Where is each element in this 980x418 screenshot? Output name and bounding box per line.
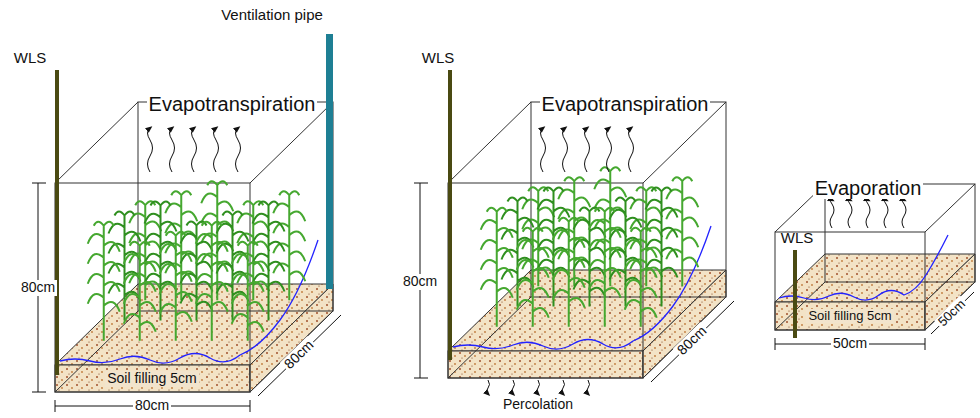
- process-label: Evapotranspiration: [147, 93, 318, 115]
- pipe-label: Ventilation pipe: [219, 7, 325, 24]
- plant-stem: [522, 187, 554, 286]
- dimension-label: 80cm: [133, 398, 171, 413]
- plant-stem: [517, 228, 549, 327]
- plant-stem: [625, 228, 657, 327]
- plant-stem: [610, 198, 642, 307]
- layer-label: Soil filling 5cm: [105, 371, 198, 386]
- dimension-label: 80cm: [401, 274, 439, 289]
- plant-stem: [232, 242, 264, 341]
- instrument-label: WLS: [12, 50, 49, 67]
- percolation-arrows: [487, 380, 590, 394]
- plant-stem: [217, 212, 249, 321]
- plant-stem: [666, 177, 698, 286]
- dimension-label: 50cm: [831, 336, 869, 351]
- plant-stem: [160, 232, 192, 341]
- plant-stem: [88, 222, 120, 341]
- ventilation-pipe: [326, 34, 333, 289]
- wls-rod: [55, 70, 59, 375]
- plant-stem: [237, 201, 269, 300]
- process-label: Evaporation: [813, 177, 924, 199]
- plant-stem: [109, 212, 141, 321]
- plant-stem: [630, 187, 662, 286]
- dimension-label: 80cm: [19, 280, 57, 295]
- process-label: Percolation: [501, 397, 575, 412]
- instrument-label: WLS: [779, 230, 816, 247]
- plant-stems: [88, 181, 306, 341]
- evaporation-pan: [775, 184, 975, 330]
- plant-stem: [574, 208, 606, 307]
- vapour-arrows: [148, 128, 907, 228]
- plant-stem: [502, 198, 534, 307]
- plant-stem: [181, 222, 213, 321]
- layer-label: Soil filling 5cm: [806, 309, 893, 323]
- plant-stem: [273, 191, 305, 300]
- plant-stems: [481, 167, 699, 327]
- plant-stem: [553, 218, 585, 327]
- plant-stem: [129, 201, 161, 300]
- dimension-lines: [32, 183, 974, 412]
- plant-stem: [196, 222, 228, 341]
- wls-rod: [793, 250, 797, 338]
- plant-stem: [124, 242, 156, 341]
- lysimeter-tank: [448, 102, 726, 378]
- wls-rod: [448, 70, 452, 360]
- plant-stem: [481, 208, 513, 327]
- plant-stem: [589, 208, 621, 327]
- instrument-label: WLS: [420, 50, 457, 67]
- lysimeter-tank: [55, 102, 333, 392]
- process-label: Evapotranspiration: [540, 93, 711, 115]
